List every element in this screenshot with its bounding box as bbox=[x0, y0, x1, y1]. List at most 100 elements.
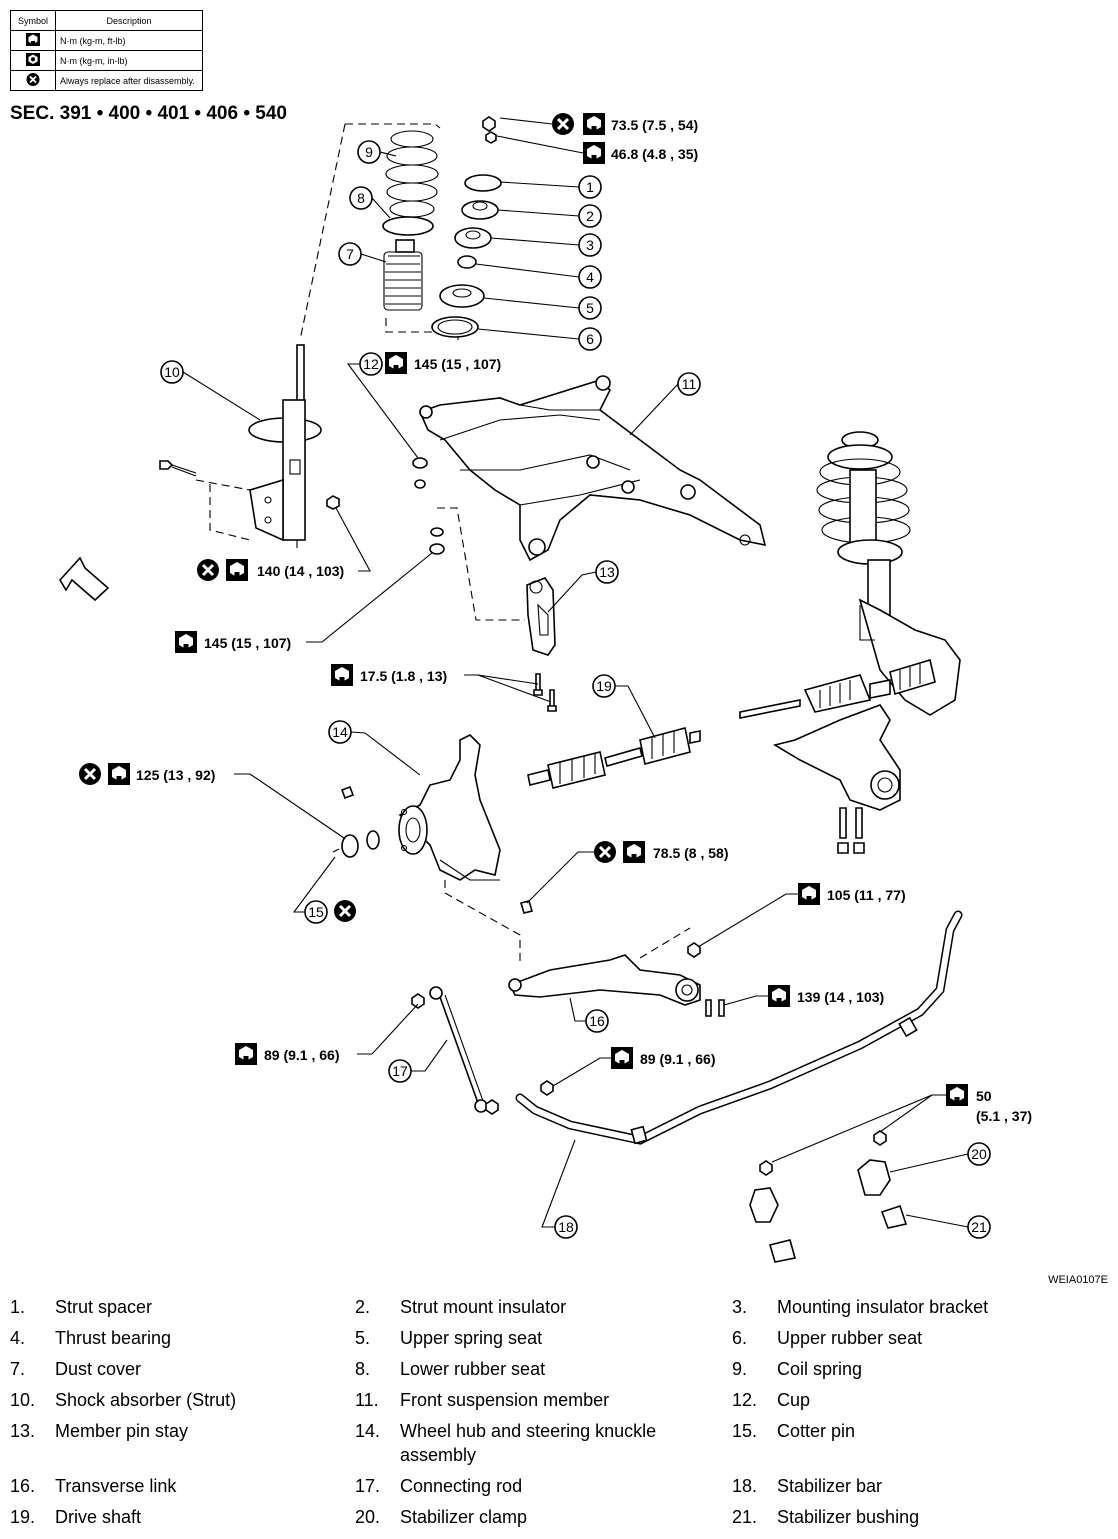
parts-list-item: 10.Shock absorber (Strut) bbox=[10, 1388, 355, 1412]
torque-spec: 140 (14 , 103) bbox=[257, 563, 344, 579]
assembled-strut-and-knuckle bbox=[816, 431, 961, 716]
transverse-link-bolt bbox=[687, 942, 701, 958]
assembled-transverse-link bbox=[772, 704, 901, 854]
part-number: 4. bbox=[10, 1328, 26, 1348]
callout-8: 8 bbox=[349, 186, 373, 210]
svg-text:10: 10 bbox=[164, 364, 180, 380]
callout-4: 4 bbox=[578, 265, 602, 289]
parts-list-item: 18.Stabilizer bar bbox=[732, 1474, 1092, 1498]
svg-text:7: 7 bbox=[346, 246, 354, 262]
torque-spec: 46.8 (4.8 , 35) bbox=[611, 146, 698, 162]
knuckle-bolt bbox=[340, 785, 355, 800]
assembly-guide-line bbox=[437, 507, 525, 621]
part-number: 21. bbox=[732, 1507, 758, 1527]
torque-leader bbox=[552, 1057, 611, 1087]
member-pin-stay bbox=[526, 577, 556, 656]
torque-spec: 89 (9.1 , 66) bbox=[640, 1051, 716, 1067]
part-number: 6. bbox=[732, 1328, 748, 1348]
assembly-guide-line bbox=[299, 123, 346, 341]
torque-spec: 145 (15 , 107) bbox=[414, 356, 501, 372]
svg-text:2: 2 bbox=[586, 208, 594, 224]
part-number: 14. bbox=[355, 1421, 381, 1441]
torque-spec: 73.5 (7.5 , 54) bbox=[611, 117, 698, 133]
svg-text:8: 8 bbox=[357, 190, 365, 206]
part-number: 2. bbox=[355, 1297, 371, 1317]
torque-wrench-in-lb-icon bbox=[26, 53, 40, 66]
parts-list-item: 11.Front suspension member bbox=[355, 1388, 732, 1412]
part-number: 17. bbox=[355, 1476, 381, 1496]
callout-12: 12 bbox=[359, 352, 383, 376]
part-name: Strut mount insulator bbox=[400, 1297, 567, 1317]
part-name: Cotter pin bbox=[777, 1421, 856, 1441]
part-number: 19. bbox=[10, 1507, 36, 1527]
parts-list-item: 16.Transverse link bbox=[10, 1474, 355, 1498]
torque-leader bbox=[723, 995, 768, 1006]
svg-text:18: 18 bbox=[558, 1219, 574, 1235]
torque-spec: 50 bbox=[976, 1088, 992, 1104]
parts-list-item: 3.Mounting insulator bracket bbox=[732, 1295, 1092, 1319]
legend-icon-cell bbox=[10, 30, 56, 51]
callout-18: 18 bbox=[554, 1215, 578, 1239]
cotter-pin bbox=[332, 848, 340, 853]
part-number: 3. bbox=[732, 1297, 748, 1317]
symbol-legend: Symbol Description N·m (kg-m, ft-lb) N·m… bbox=[10, 10, 203, 91]
svg-text:11: 11 bbox=[682, 376, 697, 392]
assembled-drive-shaft bbox=[739, 658, 936, 719]
cup-washers bbox=[412, 457, 445, 555]
stabilizer-clamp-left bbox=[749, 1160, 779, 1223]
part-name: Wheel hub and steering knuckle assembly bbox=[400, 1421, 657, 1465]
callout-6: 6 bbox=[578, 327, 602, 351]
parts-list-item: 1.Strut spacer bbox=[10, 1295, 355, 1319]
callout-2: 2 bbox=[578, 204, 602, 228]
assembly-guide-line bbox=[345, 123, 459, 340]
svg-text:21: 21 bbox=[971, 1219, 987, 1235]
part-name: Transverse link bbox=[55, 1476, 177, 1496]
svg-text:4: 4 bbox=[586, 269, 594, 285]
torque-wrench-ft-lb-icon bbox=[26, 33, 40, 46]
part-name: Drive shaft bbox=[55, 1507, 142, 1527]
callout-7: 7 bbox=[338, 242, 362, 266]
svg-text:13: 13 bbox=[599, 564, 615, 580]
parts-list-item: 7.Dust cover bbox=[10, 1357, 355, 1381]
stabilizer-bar bbox=[515, 910, 963, 1145]
parts-list-item: 12.Cup bbox=[732, 1388, 1092, 1412]
part-name: Member pin stay bbox=[55, 1421, 189, 1441]
coil-spring bbox=[385, 130, 439, 218]
section-reference: SEC. 391 • 400 • 401 • 406 • 540 bbox=[10, 103, 287, 124]
torque-spec: 125 (13 , 92) bbox=[136, 767, 215, 783]
part-name: Upper spring seat bbox=[400, 1328, 543, 1348]
member-pin-stay-bolts bbox=[533, 673, 557, 712]
hub-washer bbox=[366, 830, 380, 850]
callout-13: 13 bbox=[595, 560, 619, 584]
part-number: 5. bbox=[355, 1328, 371, 1348]
torque-spec: 139 (14 , 103) bbox=[797, 989, 884, 1005]
part-number: 8. bbox=[355, 1359, 371, 1379]
front-direction-arrow bbox=[59, 556, 110, 602]
torque-leader bbox=[496, 135, 584, 154]
torque-spec: 78.5 (8 , 58) bbox=[653, 845, 729, 861]
stabilizer-bushing-right bbox=[880, 1204, 908, 1229]
callout-5: 5 bbox=[578, 296, 602, 320]
strut-bolt bbox=[159, 460, 197, 477]
svg-text:15: 15 bbox=[308, 904, 324, 920]
always-replace-icon bbox=[26, 73, 40, 86]
part-number: 12. bbox=[732, 1390, 758, 1410]
svg-text:14: 14 bbox=[332, 724, 348, 740]
part-name: Thrust bearing bbox=[55, 1328, 172, 1348]
parts-list-item: 19. Drive shaft bbox=[10, 1505, 355, 1529]
torque-leader bbox=[697, 893, 798, 948]
legend-desc-always-replace: Always replace after disassembly. bbox=[55, 70, 203, 91]
callout-17: 17 bbox=[388, 1059, 412, 1083]
part-name: Lower rubber seat bbox=[400, 1359, 546, 1379]
parts-list-item: 15.Cotter pin bbox=[732, 1419, 1092, 1467]
transverse-link-rear-bolts bbox=[705, 999, 725, 1017]
torque-leader bbox=[771, 1094, 946, 1163]
stabilizer-clamp-right bbox=[857, 1130, 891, 1196]
part-number: 11. bbox=[355, 1390, 379, 1410]
torque-leader bbox=[499, 117, 553, 125]
part-name: Coil spring bbox=[777, 1359, 863, 1379]
svg-text:20: 20 bbox=[971, 1146, 987, 1162]
svg-text:17: 17 bbox=[392, 1063, 408, 1079]
callout-10: 10 bbox=[160, 360, 184, 384]
torque-spec: 105 (11 , 77) bbox=[827, 887, 906, 903]
